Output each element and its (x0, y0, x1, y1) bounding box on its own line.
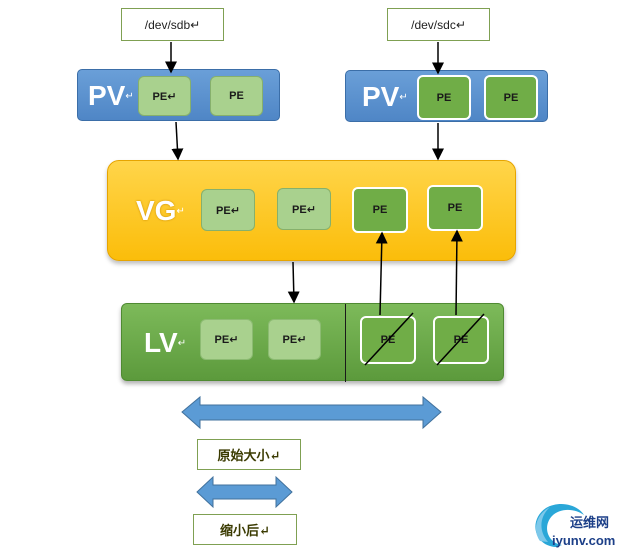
vg-pe-2: PE↵ (277, 188, 331, 230)
arrow-lv-pe4-to-vg (450, 229, 463, 316)
pv-left-pe-1: PE↵ (138, 76, 191, 116)
vg-pe-4: PE (427, 185, 483, 231)
arrow-lv-pe3-to-vg (375, 231, 388, 316)
vg-pe-1: PE↵ (201, 189, 255, 231)
volume-group: VG↵ PE↵ PE↵ PE PE (107, 160, 516, 261)
reduced-size-arrow (196, 475, 293, 509)
logical-volume: LV↵ PE↵ PE↵ PE PE (121, 303, 504, 382)
device-sdc-label: /dev/sdc↵ (411, 17, 466, 32)
pv-right-pe-2: PE (484, 75, 538, 120)
pv-left: PV↵ PE↵ PE (77, 69, 280, 121)
device-sdb: /dev/sdb↵ (121, 8, 224, 41)
pv-left-pe-2: PE (210, 76, 263, 116)
reduced-size-caption: 缩小后↵ (193, 514, 297, 545)
pv-right-label: PV↵ (362, 81, 408, 112)
watermark-swirl-icon (535, 504, 584, 547)
lv-label: LV↵ (144, 327, 187, 358)
arrow-vg-to-lv (287, 261, 300, 304)
pv-right-pe-1: PE (417, 75, 471, 120)
vg-label: VG↵ (136, 195, 185, 226)
lv-pe-1: PE↵ (200, 319, 253, 360)
arrow-pv-left-to-vg (171, 121, 184, 161)
device-sdb-label: /dev/sdb↵ (144, 17, 201, 32)
lv-divider (345, 304, 346, 382)
watermark-name: 运维网 (570, 515, 610, 530)
original-size-arrow (181, 395, 442, 430)
pv-left-label: PV↵ (88, 80, 134, 111)
original-size-caption: 原始大小↵ (197, 439, 301, 470)
lv-pe-2: PE↵ (268, 319, 321, 360)
pv-right: PV↵ PE PE (345, 70, 548, 122)
strike-lv-pe-3 (364, 312, 414, 366)
vg-pe-3: PE (352, 187, 408, 233)
strike-lv-pe-4 (436, 313, 485, 366)
watermark-url: iyunv.com (552, 533, 616, 548)
device-sdc: /dev/sdc↵ (387, 8, 490, 41)
